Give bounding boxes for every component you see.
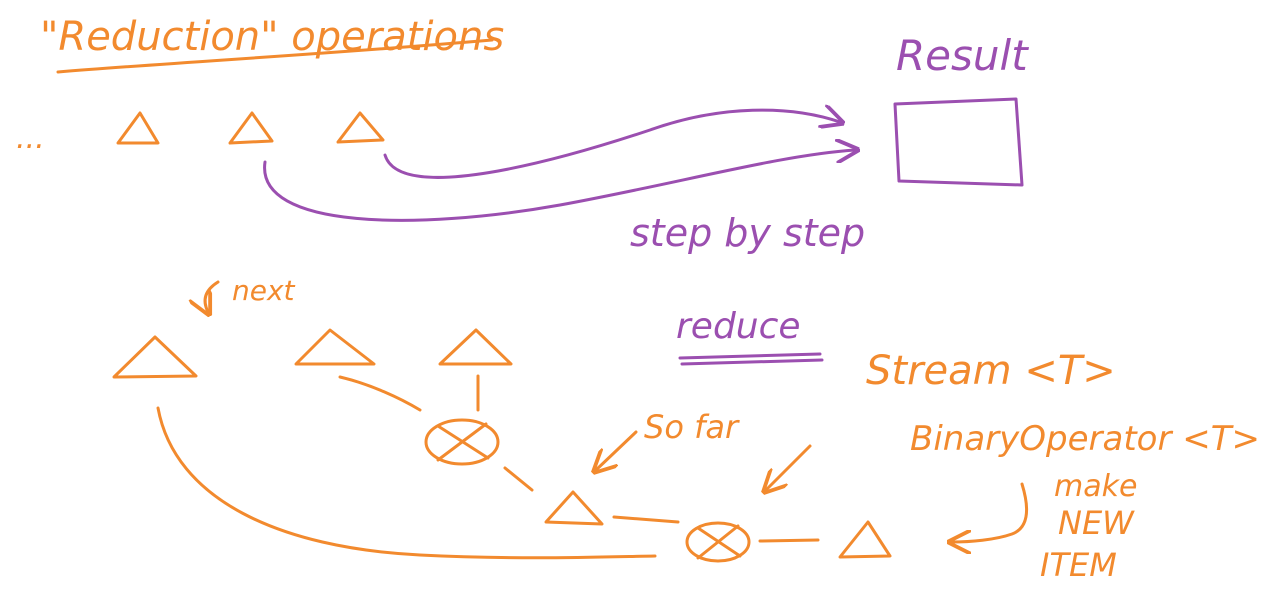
so-far-label: So far bbox=[644, 408, 740, 446]
operator-circle-lower bbox=[685, 521, 751, 563]
connector-line bbox=[338, 375, 422, 412]
operator-arrow bbox=[766, 444, 812, 490]
so-far-arrow bbox=[596, 430, 638, 470]
connector-line bbox=[758, 538, 820, 543]
accumulate-curve bbox=[156, 406, 657, 560]
next-label: next bbox=[232, 274, 296, 307]
make-label: make bbox=[1054, 469, 1137, 504]
stream-item-triangle bbox=[438, 328, 513, 366]
step-by-step-label: step by step bbox=[630, 211, 865, 255]
result-label: Result bbox=[896, 31, 1029, 80]
binary-operator-label: BinaryOperator <T> bbox=[910, 419, 1260, 459]
operator-circle-upper bbox=[424, 418, 500, 466]
ellipsis-text: ... bbox=[16, 121, 45, 156]
new-item-triangle bbox=[838, 520, 892, 559]
step-arrow-lower bbox=[263, 150, 855, 222]
stream-item-triangle bbox=[228, 111, 274, 145]
make-new-item-arrow bbox=[952, 482, 1029, 542]
step-arrow-upper bbox=[383, 110, 840, 179]
item-label: ITEM bbox=[1040, 546, 1117, 584]
result-box bbox=[893, 97, 1024, 187]
operator-x-lower bbox=[696, 524, 742, 560]
reduce-underline bbox=[678, 352, 824, 366]
connector-line bbox=[503, 466, 534, 492]
next-arrow bbox=[205, 280, 220, 312]
operator-x-upper bbox=[436, 422, 490, 462]
new-label: NEW bbox=[1058, 504, 1135, 542]
stream-type-label: Stream <T> bbox=[866, 348, 1116, 394]
stream-item-triangle bbox=[116, 111, 160, 145]
stream-item-triangle bbox=[294, 328, 376, 366]
connector-line bbox=[612, 515, 680, 524]
title-text: "Reduction" operations bbox=[40, 14, 504, 60]
stream-item-triangle bbox=[336, 111, 385, 144]
stream-item-triangle bbox=[112, 335, 198, 379]
reduce-label: reduce bbox=[676, 306, 801, 347]
so-far-triangle bbox=[544, 490, 604, 526]
title-underline bbox=[56, 38, 494, 74]
